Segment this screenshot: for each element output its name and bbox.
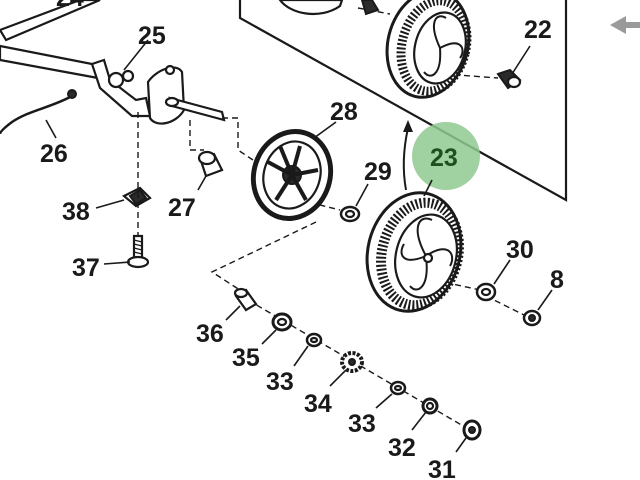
reference-arrow [402,120,413,191]
back-arrow-icon[interactable] [610,16,640,34]
part-clip-38 [122,186,152,208]
label-part-38: 38 [62,198,90,226]
part-wheel-23 [365,191,464,313]
leader-lines [45,39,553,453]
inset-wheel-22 [278,0,472,99]
part-washer-30 [475,282,497,302]
label-part-27: 27 [168,194,196,222]
label-part-24: 24 [56,0,84,12]
part-gear-34 [340,351,364,373]
label-part-8: 8 [550,266,564,294]
part-bolt-37 [126,234,150,269]
label-part-32: 32 [388,434,416,462]
part-bushing-36 [233,287,258,312]
label-part-36: 36 [196,320,224,348]
label-part-33-first: 33 [266,368,294,396]
part-bearing-35 [271,312,293,332]
part-washer-29 [339,205,361,223]
part-spacer-27 [197,150,224,178]
label-part-29: 29 [364,158,392,186]
part-washer-33b [389,380,407,396]
label-part-28: 28 [330,98,358,126]
part-nut-8 [522,309,542,327]
label-part-37: 37 [72,254,100,282]
part-wheel-hub-28 [250,129,334,221]
part-bearing-32 [421,397,439,415]
part-cable [0,89,77,135]
label-part-35: 35 [232,344,260,372]
part-bracket [90,58,226,125]
label-part-23: 23 [430,144,458,172]
part-washer-33a [305,332,323,348]
label-part-34: 34 [304,390,332,418]
label-part-25: 25 [138,22,166,50]
inset-frame [238,0,568,202]
part-nut-22 [496,68,522,90]
label-part-31: 31 [428,456,456,480]
label-part-33-second: 33 [348,410,376,438]
part-axle-rod [0,0,101,80]
highlight-marker-23 [412,122,480,190]
part-nut-31 [462,419,482,441]
label-part-30: 30 [506,236,534,264]
label-part-26: 26 [40,140,68,168]
label-part-22: 22 [524,16,552,44]
